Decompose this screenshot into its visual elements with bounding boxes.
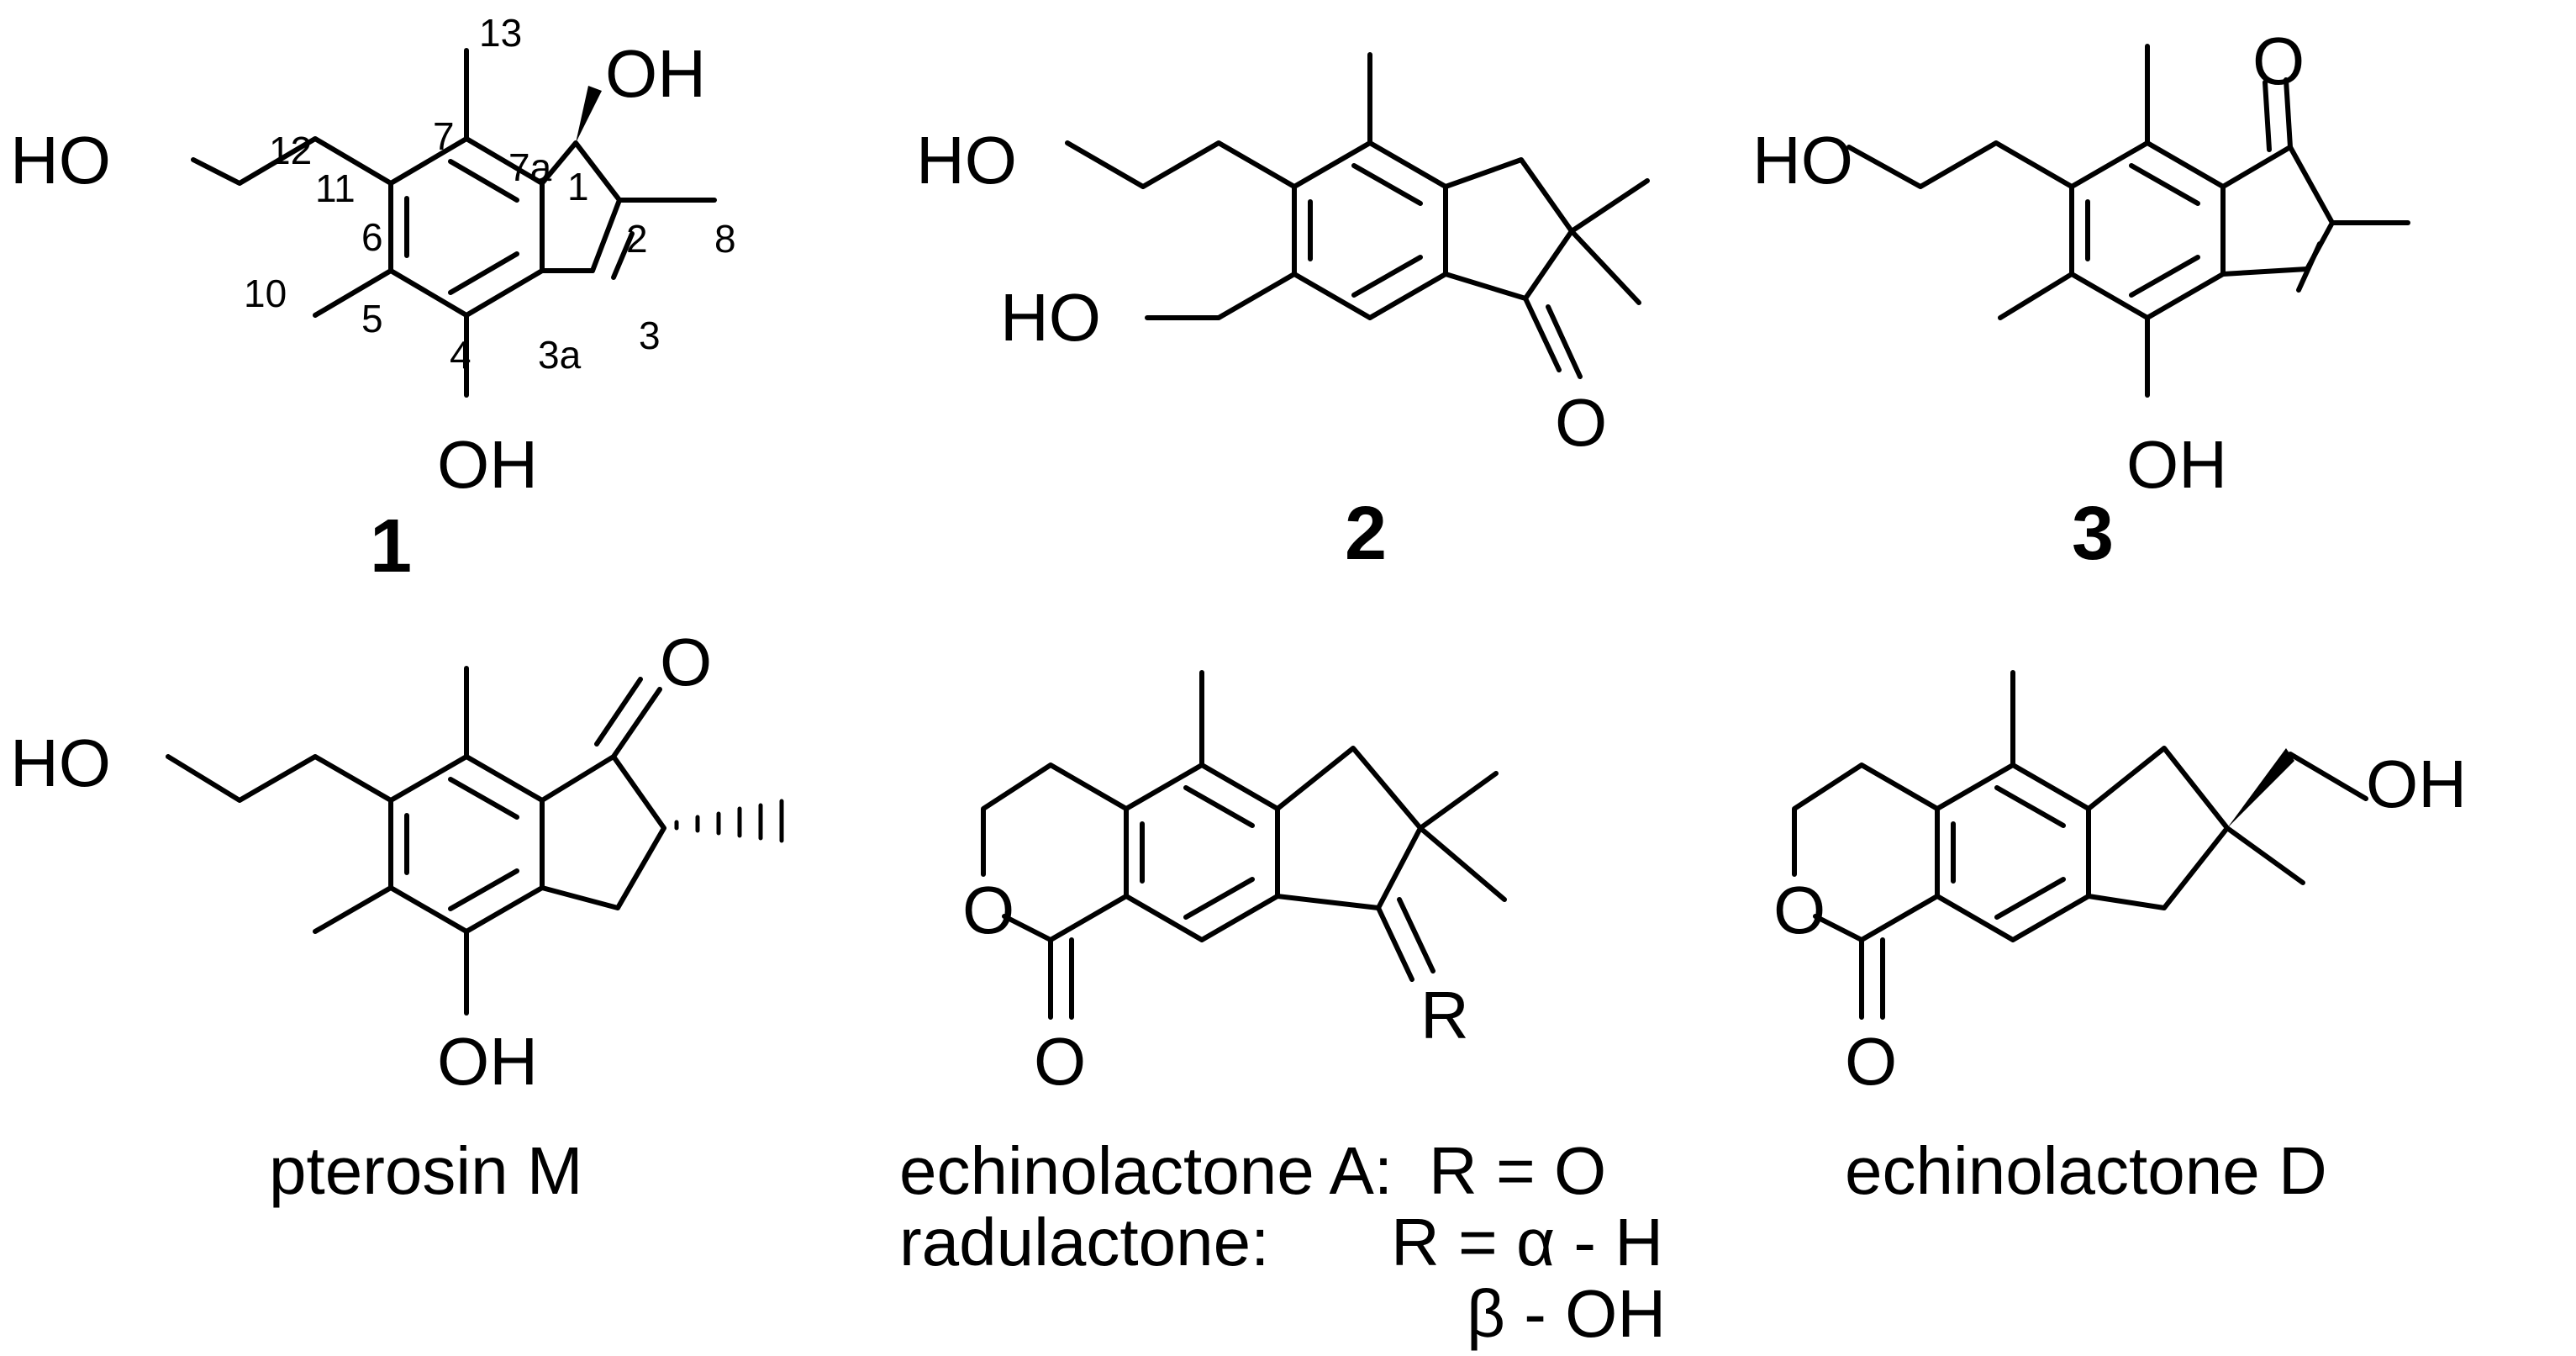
echa-r-group: R [1420,978,1469,1053]
c2-ho-bottom: HO [1000,280,1101,355]
num-7a: 7a [508,145,552,189]
radulactone-r-def: R = α - H [1391,1205,1663,1279]
num-7: 7 [433,114,455,158]
radulactone-r-def-2: β - OH [1467,1276,1666,1351]
echa-lactone-o: O [1034,1024,1086,1099]
echinolactone-a-r-def: R = O [1429,1133,1606,1208]
c1-ho-left: HO [10,123,111,198]
echinolactone-d-structure: O O OH echinolactone D [1773,670,2467,1208]
num-5: 5 [361,297,383,340]
num-12: 12 [269,129,312,172]
compound-1-structure: OH HO OH 13 7 7a 1 2 8 12 11 6 10 5 4 3a… [10,11,736,588]
pterosin-ketone-o: O [660,625,712,699]
c2-ho-top: HO [916,123,1017,198]
pterosin-m-label: pterosin M [269,1133,582,1208]
pterosin-oh-bottom: OH [437,1024,538,1099]
compound-1-label: 1 [370,504,412,588]
num-3a: 3a [538,333,582,377]
echinolactone-a-label: echinolactone A: [899,1133,1393,1208]
echd-oh: OH [2366,747,2467,821]
num-2: 2 [626,217,648,261]
num-4: 4 [450,333,471,377]
num-3: 3 [639,314,661,357]
pterosin-ho-left: HO [10,725,111,800]
c1-oh-top: OH [605,36,706,111]
radulactone-label: radulactone: [899,1205,1269,1279]
echd-lactone-o: O [1845,1024,1897,1099]
echinolactone-a-structure: O O R echinolactone A: R = O radulactone… [899,670,1666,1351]
num-6: 6 [361,215,383,259]
compound-2-structure: HO HO O 2 [916,52,1650,576]
compound-3-structure: O HO OH 3 [1752,24,2410,576]
echinolactone-d-label: echinolactone D [1845,1133,2327,1208]
c1-oh-bottom: OH [437,427,538,502]
c3-ketone-o: O [2252,24,2305,98]
c3-ho-left: HO [1752,123,1853,198]
num-13: 13 [479,11,522,55]
compound-3-label: 3 [2072,492,2114,576]
compound-2-label: 2 [1345,492,1387,576]
echa-ring-o: O [962,873,1014,947]
num-11: 11 [315,166,356,210]
c3-oh-bottom: OH [2126,427,2227,502]
num-8: 8 [714,217,736,261]
pterosin-m-structure: O HO OH pterosin M [10,625,784,1208]
num-1: 1 [567,165,589,208]
echd-ring-o: O [1773,873,1825,947]
num-10: 10 [244,272,287,315]
c2-ketone-o: O [1555,385,1607,460]
